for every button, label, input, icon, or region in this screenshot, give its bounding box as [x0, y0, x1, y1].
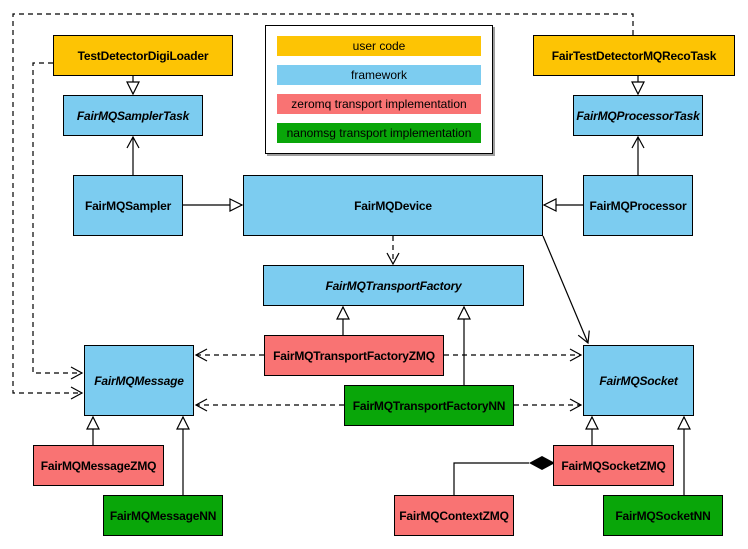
- node-label: FairMQDevice: [354, 198, 432, 213]
- node-label: FairMQTransportFactoryNN: [352, 398, 506, 413]
- node-fairmqtransportfactoryzmq: FairMQTransportFactoryZMQ: [264, 335, 444, 376]
- legend-label: nanomsg transport implementation: [286, 126, 472, 140]
- node-label: FairMQProcessor: [589, 198, 687, 213]
- node-label: TestDetectorDigiLoader: [77, 48, 209, 63]
- node-fairmqprocessor: FairMQProcessor: [583, 175, 693, 236]
- legend-label: zeromq transport implementation: [291, 97, 467, 111]
- node-label: FairTestDetectorMQRecoTask: [551, 48, 717, 63]
- edge-device-socket-association: [542, 235, 590, 345]
- legend-item-framework: framework: [277, 65, 481, 85]
- node-label: FairMQSocketZMQ: [561, 458, 666, 473]
- legend-box: user code framework zeromq transport imp…: [265, 25, 493, 154]
- node-label: FairMQMessage: [94, 373, 184, 388]
- node-label: FairMQSampler: [84, 198, 172, 213]
- node-fairmqsampler: FairMQSampler: [73, 175, 183, 236]
- legend-item-user-code: user code: [277, 36, 481, 56]
- node-label: FairMQSamplerTask: [76, 108, 190, 123]
- node-label: FairMQTransportFactory: [325, 278, 462, 293]
- node-label: FairMQMessageZMQ: [40, 458, 157, 473]
- legend-item-nanomsg: nanomsg transport implementation: [277, 123, 481, 143]
- node-fairmqtransportfactorynn: FairMQTransportFactoryNN: [344, 385, 514, 426]
- node-label: FairMQSocketNN: [615, 508, 711, 523]
- legend-item-zeromq: zeromq transport implementation: [277, 94, 481, 114]
- edge-recotask-message-dependency: [12, 13, 634, 400]
- node-fairmqprocessortask: FairMQProcessorTask: [573, 95, 703, 136]
- node-label: FairMQContextZMQ: [399, 508, 509, 523]
- node-fairmqmessage: FairMQMessage: [84, 345, 194, 416]
- node-fairmqmessagezmq: FairMQMessageZMQ: [33, 445, 164, 486]
- composition-diamond: [529, 456, 555, 470]
- node-label: FairMQProcessorTask: [576, 108, 700, 123]
- node-fairmqdevice: FairMQDevice: [243, 175, 543, 236]
- node-label: FairMQTransportFactoryZMQ: [273, 348, 435, 363]
- node-fairmqsocket: FairMQSocket: [583, 345, 694, 416]
- node-label: FairMQSocket: [599, 373, 678, 388]
- node-label: FairMQMessageNN: [109, 508, 217, 523]
- edge-digiloader-message-dependency: [32, 62, 84, 380]
- legend-label: framework: [350, 68, 407, 82]
- node-fairmqmessagenn: FairMQMessageNN: [103, 495, 223, 536]
- node-testdetectordigiloader: TestDetectorDigiLoader: [53, 35, 233, 76]
- legend-label: user code: [352, 39, 406, 53]
- node-fairmqsocketzmq: FairMQSocketZMQ: [553, 445, 674, 486]
- node-fairmqsocketnn: FairMQSocketNN: [603, 495, 723, 536]
- node-fairmqtransportfactory: FairMQTransportFactory: [263, 265, 524, 306]
- node-fairmqcontextzmq: FairMQContextZMQ: [394, 495, 514, 536]
- node-fairmqsamplertask: FairMQSamplerTask: [63, 95, 203, 136]
- node-fairtestdetectormqrecotask: FairTestDetectorMQRecoTask: [533, 35, 735, 76]
- edge-contextzmq-socketzmq-composition: [453, 462, 529, 495]
